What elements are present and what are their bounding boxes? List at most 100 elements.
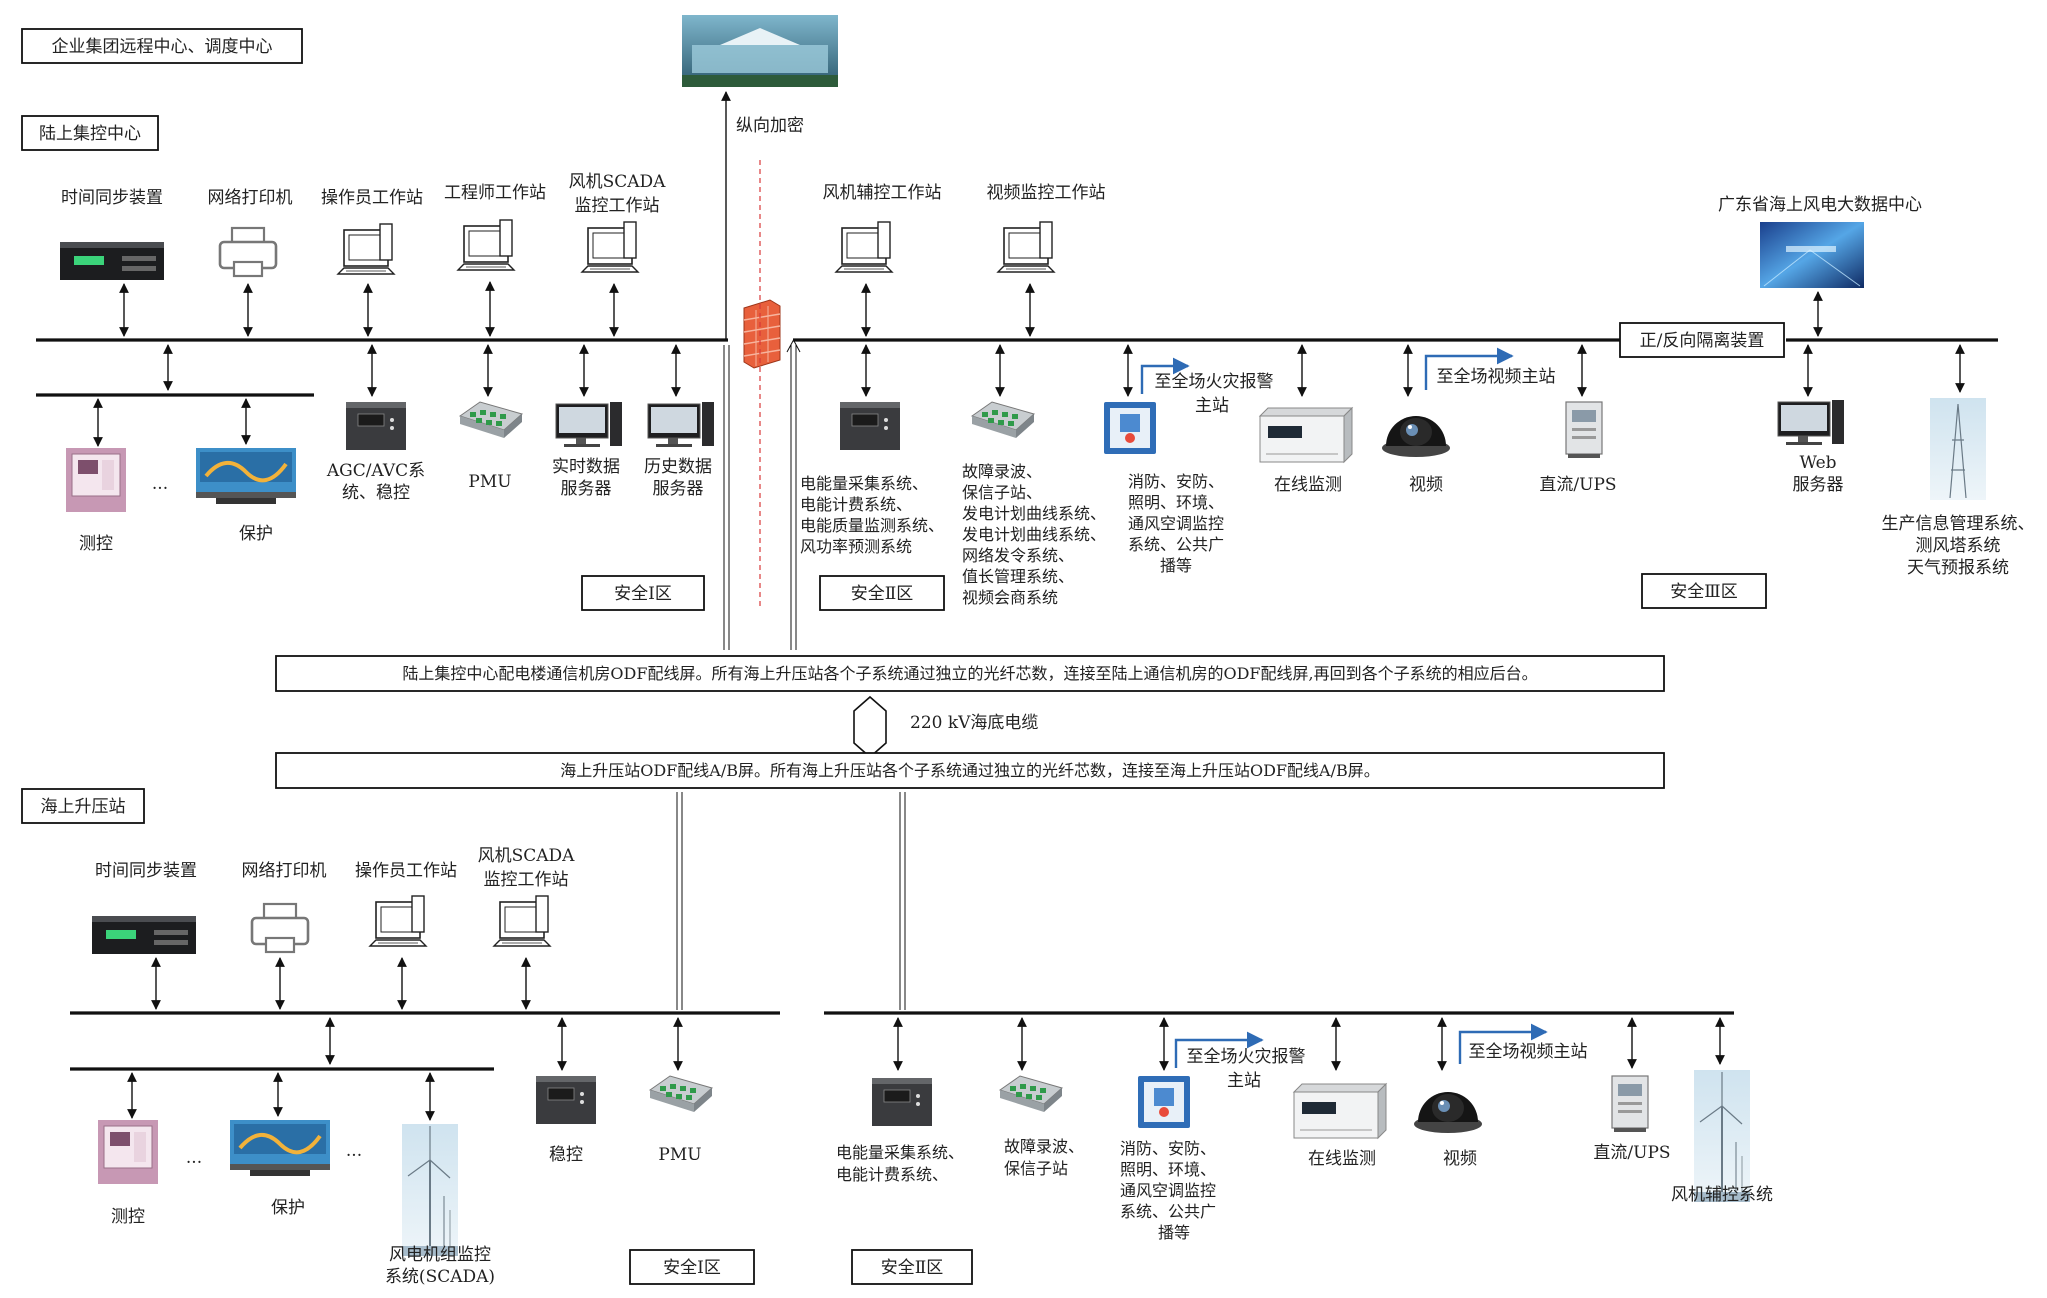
online-monitor-icon bbox=[1259, 407, 1353, 463]
land-zone2-box: 安全Ⅱ区 bbox=[819, 575, 945, 611]
scada-computer-icon bbox=[581, 221, 639, 273]
sea-operator-computer-icon bbox=[369, 895, 427, 947]
dome-camera-icon bbox=[1382, 416, 1450, 457]
sea-fault-line-0: 故障录波、 bbox=[1004, 1137, 1084, 1156]
sea-printer-icon bbox=[250, 902, 310, 954]
energy-line-0: 电能量采集系统、 bbox=[800, 474, 928, 493]
sea-ellipsis-1: ... bbox=[186, 1148, 202, 1168]
submarine-cable-symbol bbox=[853, 695, 887, 759]
isolation-label: 正/反向隔离装置 bbox=[1640, 331, 1765, 351]
land-time-sync-label: 时间同步装置 bbox=[61, 188, 163, 208]
land-fire-to-2: 主站 bbox=[1195, 396, 1229, 416]
sea-ellipsis-2: ... bbox=[346, 1141, 362, 1161]
land-online-label: 在线监测 bbox=[1274, 475, 1342, 495]
sea-turbine-aux-label: 风机辅控系统 bbox=[1671, 1185, 1773, 1205]
video-computer-icon bbox=[997, 221, 1055, 273]
fault-line-1: 保信子站、 bbox=[962, 483, 1042, 502]
printer-icon bbox=[218, 226, 278, 278]
land-video-to: 至全场视频主站 bbox=[1437, 367, 1556, 387]
sea-pmu-label: PMU bbox=[658, 1145, 701, 1165]
sea-fire-line-1: 照明、环境、 bbox=[1120, 1160, 1216, 1179]
mgmt-line-2: 天气预报系统 bbox=[1907, 558, 2009, 578]
sea-operator-label: 操作员工作站 bbox=[355, 861, 457, 881]
sea-video-to: 至全场视频主站 bbox=[1469, 1042, 1588, 1062]
sea-protection-icon bbox=[228, 1118, 332, 1178]
pmu-icon bbox=[459, 401, 523, 439]
land-fire-line-3: 系统、公共广 bbox=[1128, 535, 1224, 554]
sea-time-sync-rack-icon bbox=[92, 916, 196, 954]
sea-ups-label: 直流/UPS bbox=[1593, 1143, 1670, 1163]
land-printer-label: 网络打印机 bbox=[208, 188, 293, 208]
land-ellipsis: ... bbox=[152, 474, 168, 494]
land-center-label: 陆上集控中心 bbox=[39, 124, 141, 144]
land-vertical-link-1 bbox=[723, 345, 730, 650]
land-measure-label: 测控 bbox=[79, 534, 113, 554]
land-fire-line-2: 通风空调监控 bbox=[1128, 514, 1224, 533]
agc-relay-icon bbox=[345, 401, 407, 451]
realtime-label-1: 实时数据 bbox=[552, 457, 620, 477]
fault-line-4: 网络发令系统、 bbox=[962, 546, 1074, 565]
sea-zone2-box: 安全Ⅱ区 bbox=[851, 1249, 973, 1285]
sea-stability-relay-icon bbox=[535, 1075, 597, 1125]
sea-zone1-box: 安全Ⅰ区 bbox=[629, 1249, 755, 1285]
agc-label-2: 统、稳控 bbox=[342, 483, 410, 503]
sea-vertical-link-1 bbox=[676, 792, 683, 1010]
sea-fire-line-2: 通风空调监控 bbox=[1120, 1181, 1216, 1200]
land-zone2-label: 安全Ⅱ区 bbox=[851, 584, 914, 604]
fault-line-2: 发电计划曲线系统、 bbox=[962, 504, 1106, 523]
land-fire-line-1: 照明、环境、 bbox=[1128, 493, 1224, 512]
energy-line-2: 电能质量监测系统、 bbox=[800, 516, 944, 535]
offshore-station-label: 海上升压站 bbox=[41, 797, 126, 817]
group-center-building-icon bbox=[682, 15, 838, 87]
land-zone3-box: 安全Ⅲ区 bbox=[1641, 573, 1767, 609]
video-ws-label: 视频监控工作站 bbox=[987, 183, 1106, 203]
sea-fire-line-0: 消防、安防、 bbox=[1120, 1139, 1216, 1158]
group-center-label: 企业集团远程中心、调度中心 bbox=[52, 37, 273, 57]
land-zone3-label: 安全Ⅲ区 bbox=[1670, 582, 1737, 602]
fault-line-5: 值长管理系统、 bbox=[962, 567, 1074, 586]
video-forward-arrow bbox=[1424, 347, 1514, 390]
aux-ws-label: 风机辅控工作站 bbox=[823, 183, 942, 203]
land-pmu-label: PMU bbox=[468, 472, 511, 492]
web-label-2: 服务器 bbox=[1793, 475, 1844, 495]
sea-video-forward-arrow bbox=[1458, 1023, 1548, 1064]
odf-sea-label: 海上升压站ODF配线A/B屏。所有海上升压站各个子系统通过独立的光纤芯数，连接至… bbox=[560, 761, 1380, 780]
bigdata-center-icon bbox=[1760, 222, 1864, 288]
sea-protection-label: 保护 bbox=[271, 1198, 305, 1218]
measure-control-icon bbox=[65, 447, 127, 513]
group-center-box: 企业集团远程中心、调度中心 bbox=[21, 28, 303, 64]
sea-video-label: 视频 bbox=[1443, 1149, 1477, 1169]
sea-scada-computer-icon bbox=[493, 895, 551, 947]
sea-time-sync-label: 时间同步装置 bbox=[95, 861, 197, 881]
fire-alarm-icon bbox=[1104, 402, 1156, 454]
land-zone1-label: 安全Ⅰ区 bbox=[614, 584, 672, 604]
offshore-station-box: 海上升压站 bbox=[21, 788, 145, 824]
land-fire-line-0: 消防、安防、 bbox=[1128, 472, 1224, 491]
fault-device-icon bbox=[971, 401, 1035, 439]
mgmt-line-0: 生产信息管理系统、 bbox=[1882, 514, 2035, 534]
vertical-encrypt-label: 纵向加密 bbox=[736, 116, 804, 136]
odf-sea-box: 海上升压站ODF配线A/B屏。所有海上升压站各个子系统通过独立的光纤芯数，连接至… bbox=[275, 752, 1665, 789]
sea-fault-device-icon bbox=[999, 1075, 1063, 1113]
sea-ups-icon bbox=[1611, 1075, 1649, 1133]
land-video-label: 视频 bbox=[1409, 475, 1443, 495]
ups-icon bbox=[1565, 401, 1603, 459]
sea-scada-label-1: 风机SCADA bbox=[478, 846, 576, 866]
land-fire-to-1: 至全场火灾报警 bbox=[1155, 372, 1274, 392]
fault-line-0: 故障录波、 bbox=[962, 462, 1042, 481]
land-engineer-label: 工程师工作站 bbox=[444, 183, 546, 203]
sea-stability-label: 稳控 bbox=[549, 1145, 583, 1165]
web-server-icon bbox=[1777, 399, 1845, 446]
mgmt-line-1: 测风塔系统 bbox=[1916, 536, 2001, 556]
sea-zone2-label: 安全Ⅱ区 bbox=[881, 1258, 944, 1278]
web-label-1: Web bbox=[1799, 453, 1836, 473]
energy-line-1: 电能计费系统、 bbox=[800, 495, 912, 514]
energy-line-3: 风功率预测系统 bbox=[800, 537, 912, 556]
land-scada-label-1: 风机SCADA bbox=[569, 172, 667, 192]
sea-turbine-aux-icon bbox=[1693, 1069, 1751, 1203]
sea-pmu-icon bbox=[649, 1075, 713, 1113]
bigdata-label: 广东省海上风电大数据中心 bbox=[1718, 195, 1922, 215]
sea-fire-alarm-icon bbox=[1138, 1076, 1190, 1128]
land-operator-label: 操作员工作站 bbox=[321, 188, 423, 208]
sea-online-monitor-icon bbox=[1293, 1083, 1387, 1139]
